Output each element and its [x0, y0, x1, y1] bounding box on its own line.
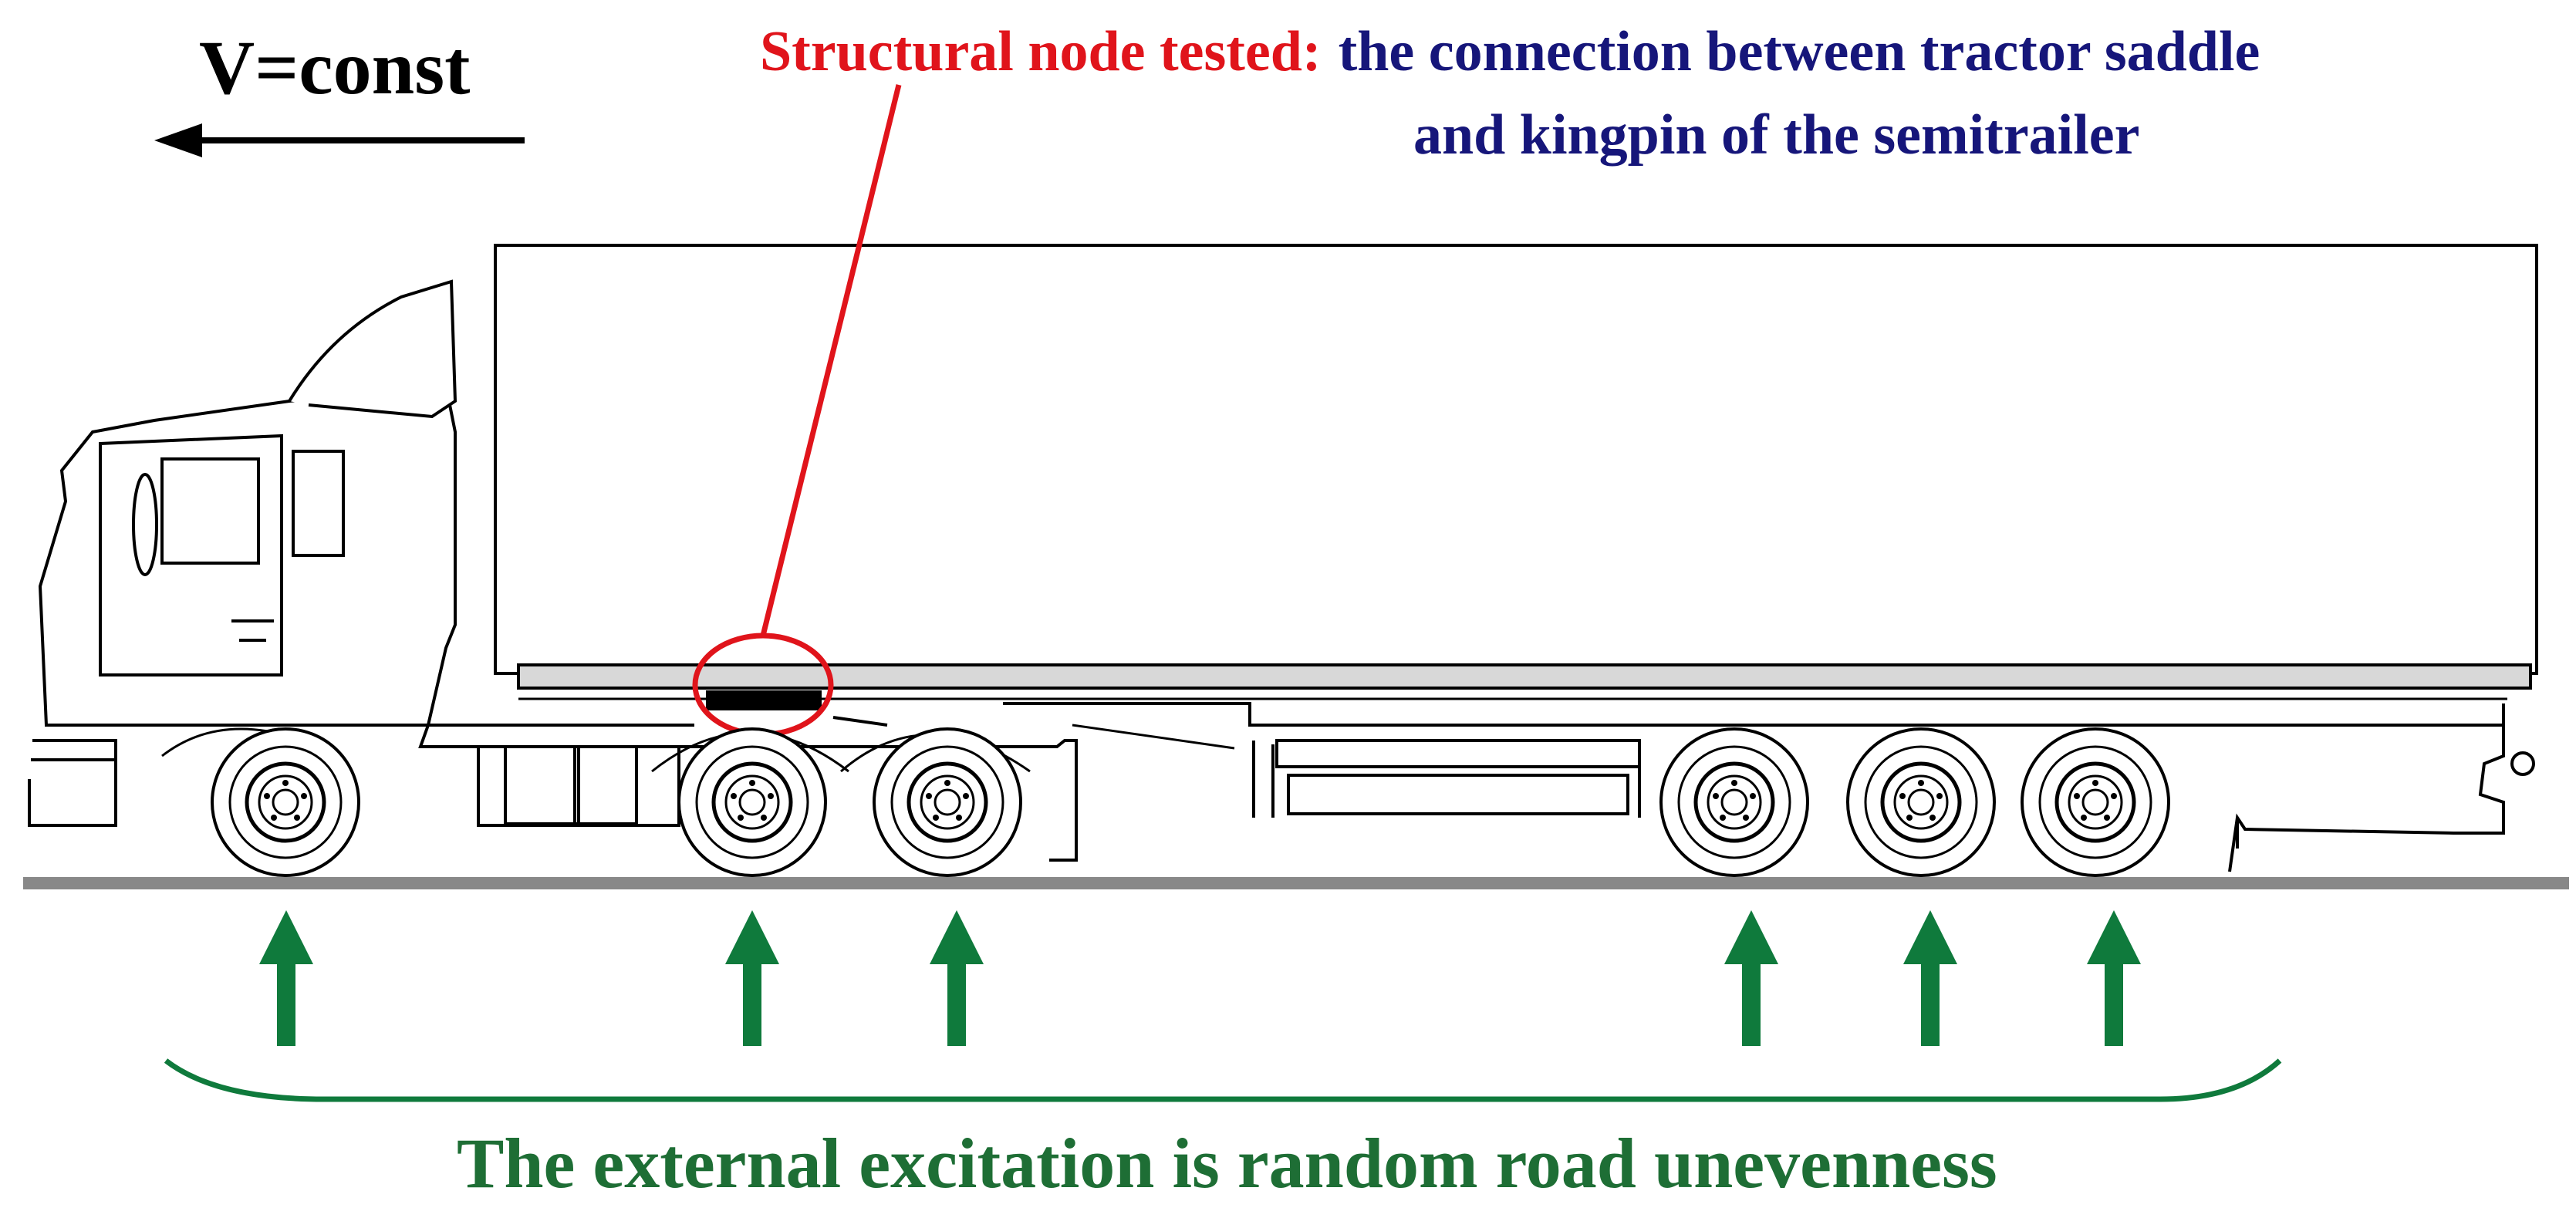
node-pointer-line — [760, 84, 902, 636]
wheel-icon — [2022, 729, 2169, 876]
excitation-label: The external excitation is random road u… — [457, 1124, 1997, 1203]
wheel-icon — [874, 729, 1021, 876]
wheel-icon — [679, 729, 825, 876]
node-annotation: Structural node tested: the connection be… — [760, 23, 2260, 80]
kingpin-connection — [706, 690, 822, 710]
up-arrow-icon — [2087, 910, 2141, 1046]
semitrailer — [494, 244, 2538, 872]
left-arrow-icon — [154, 123, 525, 157]
wheel-icon — [212, 729, 359, 876]
up-arrow-icon — [1724, 910, 1778, 1046]
up-arrow-icon — [725, 910, 779, 1046]
node-description-line2: and kingpin of the semitrailer — [1413, 103, 2140, 167]
up-arrow-icon — [1903, 910, 1957, 1046]
road-line — [23, 877, 2569, 889]
wheel-icon — [1848, 729, 1994, 876]
node-description-line1: the connection between tractor saddle — [1338, 20, 2260, 83]
wheel-icon — [1661, 729, 1808, 876]
up-arrow-icon — [930, 910, 984, 1046]
excitation-brace — [164, 1058, 2282, 1102]
node-title: Structural node tested: — [760, 20, 1322, 83]
up-arrow-icon — [259, 910, 313, 1046]
velocity-label: V=const — [199, 25, 471, 110]
